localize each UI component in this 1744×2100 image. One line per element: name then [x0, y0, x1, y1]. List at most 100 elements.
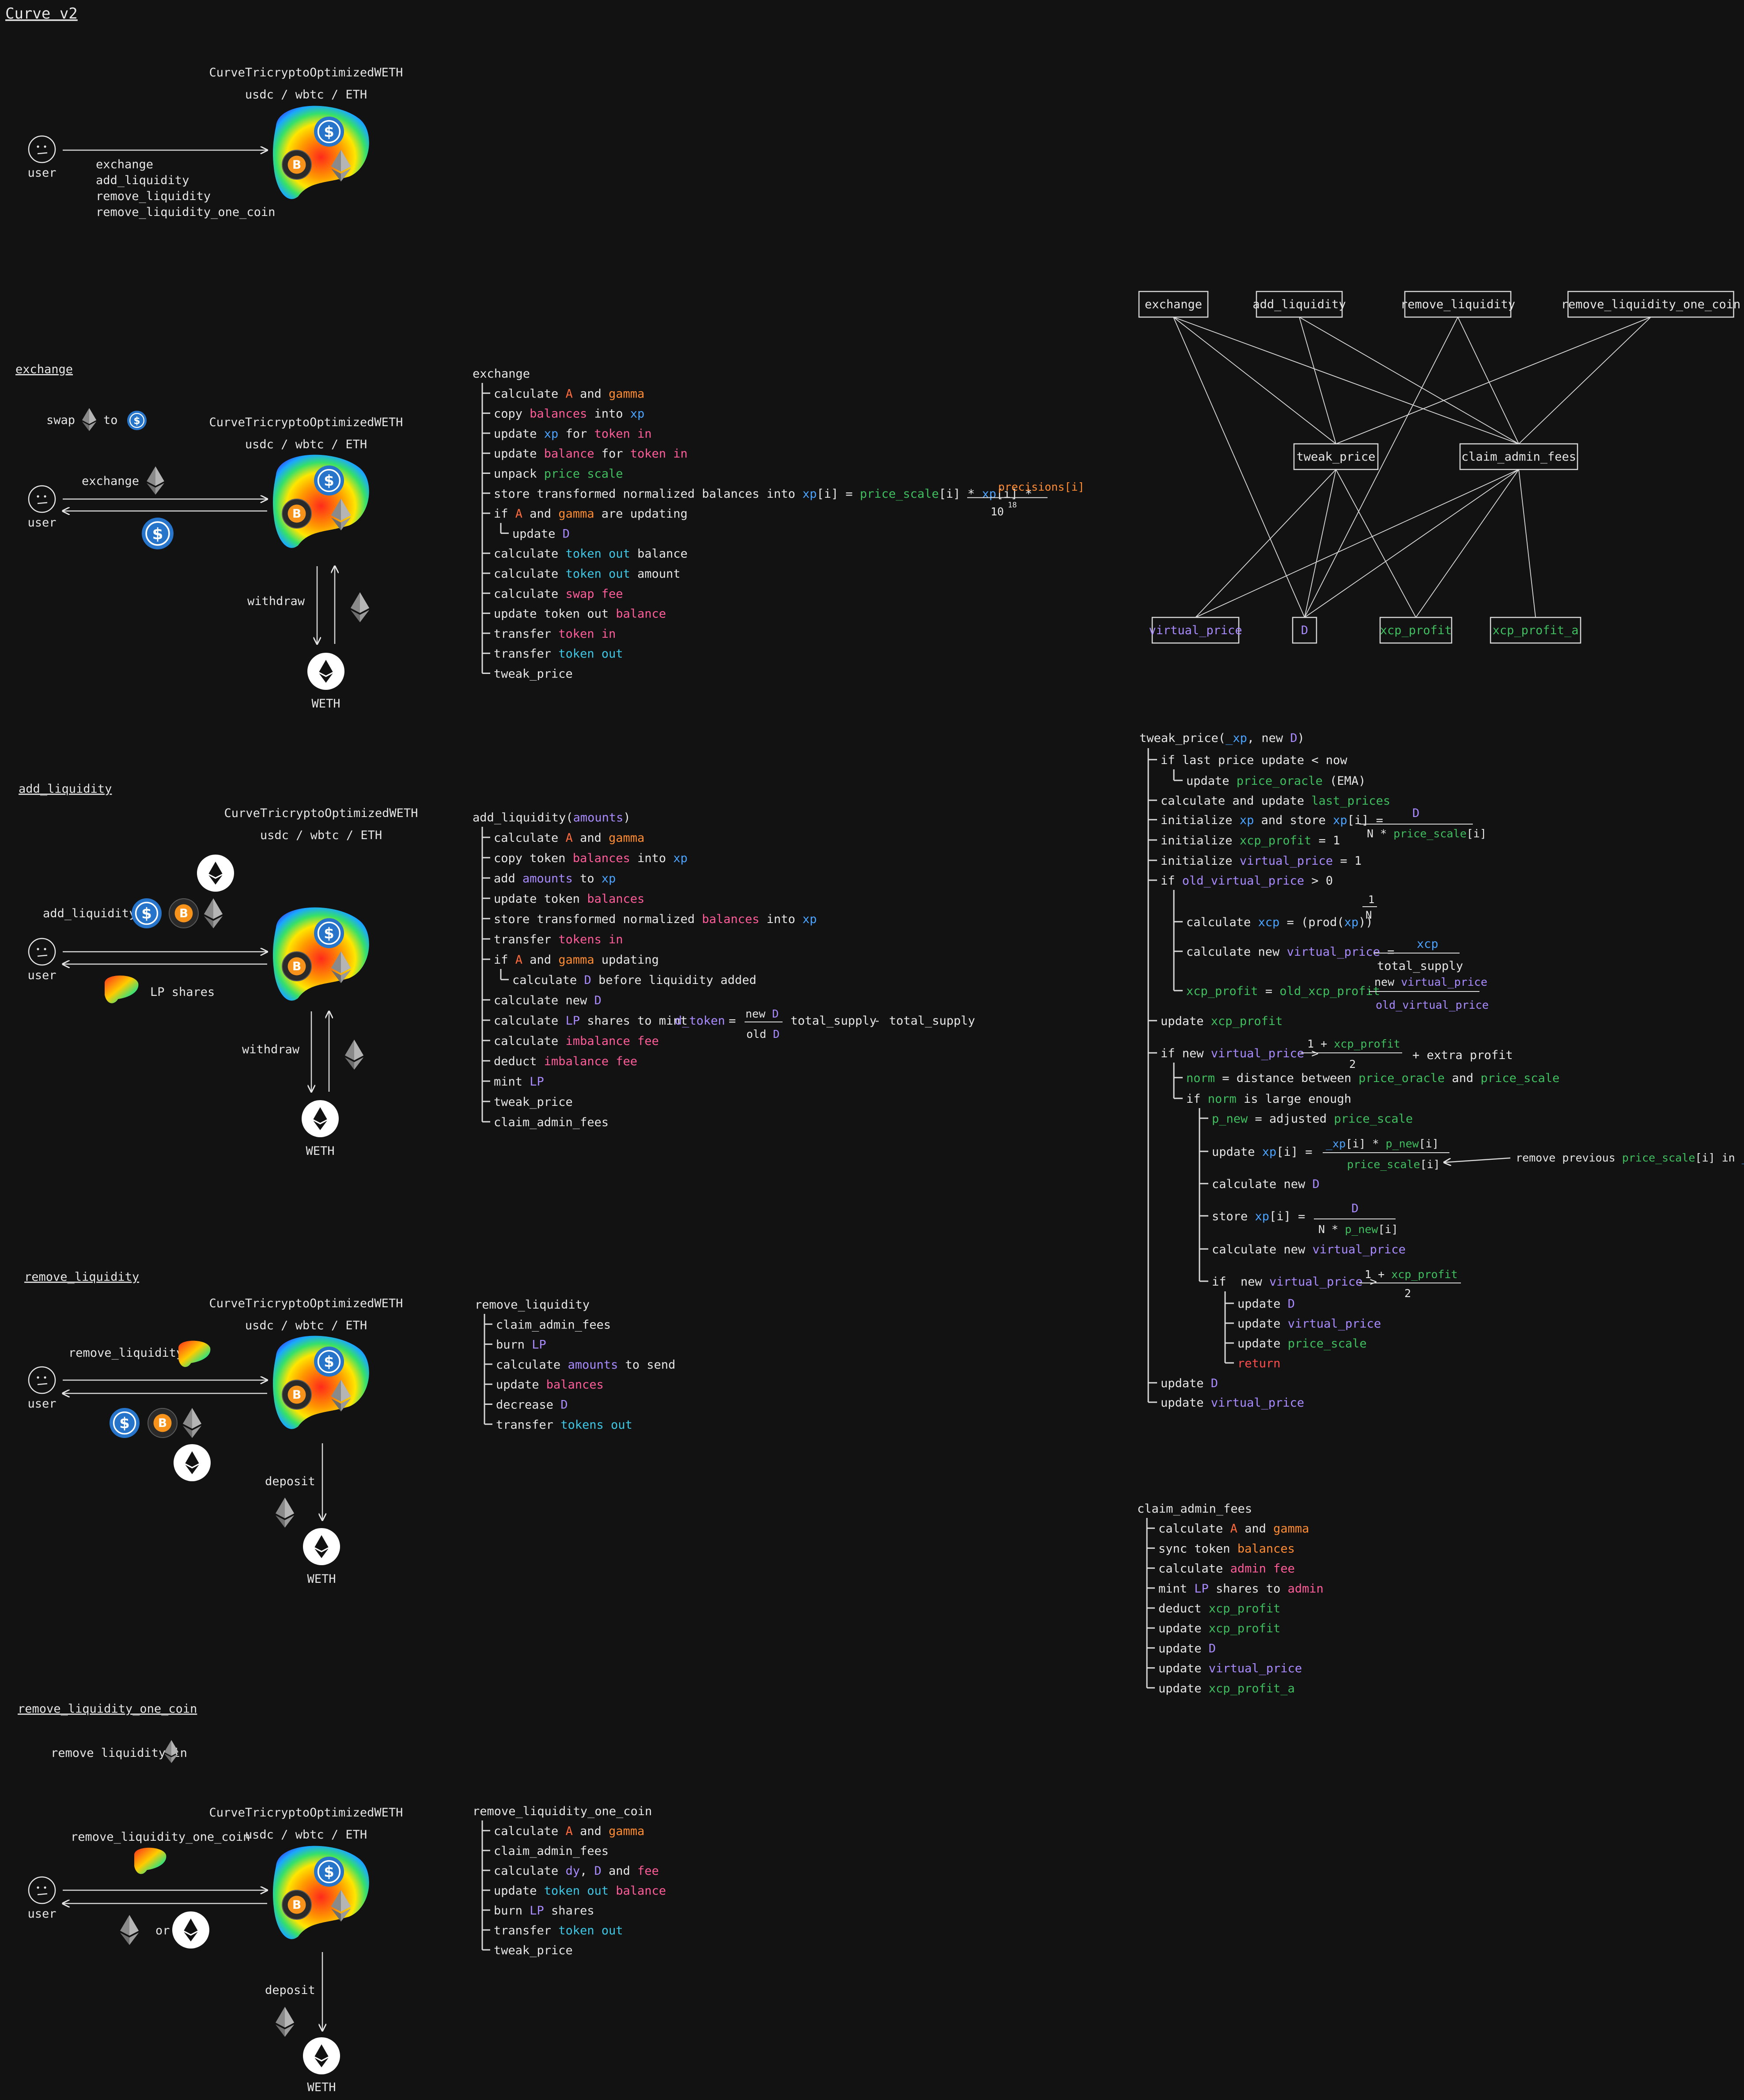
curve-pool-icon: $B: [272, 106, 369, 199]
overview-diagram: CurveTricryptoOptimizedWETH usdc / wbtc /…: [27, 66, 403, 219]
code-line: calculate and update last_prices: [1161, 794, 1390, 808]
code-line: update xcp_profit_a: [1158, 1682, 1295, 1695]
code-line: claim_admin_fees: [494, 1116, 609, 1129]
eth-icon: [350, 592, 370, 622]
code-line: if norm is large enough: [1186, 1092, 1351, 1106]
remove-one-coin-label: remove_liquidity_one_coin: [71, 1830, 250, 1844]
code-header: remove_liquidity: [475, 1298, 590, 1312]
pool-tokens: usdc / wbtc / ETH: [245, 88, 367, 102]
function-label: add_liquidity: [96, 174, 189, 187]
lp-token-icon: [178, 1340, 211, 1367]
wbtc-icon: B: [282, 951, 312, 981]
node-exchange: exchange: [1138, 291, 1209, 318]
node-add-liquidity: add_liquidity: [1252, 291, 1346, 318]
graph-edge: [1518, 469, 1536, 618]
code-header: remove_liquidity_one_coin: [473, 1805, 652, 1818]
svg-text:B: B: [292, 158, 301, 172]
code-line: update D: [1158, 1642, 1216, 1655]
node-remove-liquidity: remove_liquidity: [1400, 291, 1515, 318]
code-line: transfer token out: [494, 647, 623, 661]
code-header: claim_admin_fees: [1137, 1502, 1252, 1516]
code-line: transfer token out: [494, 1924, 623, 1937]
code-line: calculate new D: [494, 994, 602, 1007]
fraction-denominator: price_scale[i]: [1347, 1158, 1440, 1171]
svg-text:$: $: [133, 416, 140, 427]
code-line: initialize xp and store xp[i] =: [1161, 814, 1383, 827]
node-label: D: [1301, 624, 1308, 637]
total-supply: total_supply: [889, 1014, 975, 1028]
wbtc-icon: B: [169, 898, 199, 928]
code-line: transfer token in: [494, 627, 616, 641]
code-line: tweak_price: [494, 1944, 573, 1957]
usdc-icon: $: [132, 898, 162, 928]
lp-shares-label: LP shares: [150, 985, 215, 999]
code-line: if new virtual_price >: [1212, 1275, 1377, 1289]
code-line: calculate A and gamma: [494, 387, 644, 401]
function-label: remove_liquidity_one_coin: [96, 205, 275, 219]
code-line: calculate A and gamma: [1158, 1522, 1309, 1536]
code-line: claim_admin_fees: [496, 1318, 611, 1332]
code-line: update token out balance: [494, 607, 666, 621]
weth-icon: [174, 1444, 211, 1481]
add-liquidity-code: add_liquidity(amounts): [473, 811, 631, 825]
weth-icon: [197, 855, 234, 892]
code-line: if last price update < now: [1161, 753, 1347, 767]
svg-text:$: $: [324, 1353, 334, 1371]
code-line: update xp for token in: [494, 427, 652, 441]
code-line: update D: [512, 527, 570, 541]
pool-name: CurveTricryptoOptimizedWETH: [209, 66, 403, 79]
fraction-numerator: precisions[i]: [998, 481, 1085, 493]
section-heading: add_liquidity: [19, 782, 112, 796]
minus: -: [874, 1014, 881, 1028]
pool-name: CurveTricryptoOptimizedWETH: [209, 1806, 403, 1820]
code-line: if old_virtual_price > 0: [1161, 874, 1333, 888]
node-xcp-profit: xcp_profit: [1379, 617, 1453, 644]
pool-tokens: usdc / wbtc / ETH: [245, 1828, 367, 1842]
usdc-icon: $: [314, 1347, 344, 1377]
code-line: norm = distance between price_oracle and…: [1186, 1071, 1559, 1085]
node-label: remove_liquidity_one_coin: [1561, 298, 1740, 311]
section-heading: remove_liquidity_one_coin: [18, 1702, 197, 1716]
code-line: calculate amounts to send: [496, 1358, 675, 1372]
svg-text:$: $: [152, 525, 163, 543]
fraction-denominator: old D: [746, 1028, 779, 1041]
svg-text:$: $: [324, 1863, 334, 1881]
code-line: calculate swap fee: [494, 587, 623, 601]
fraction-denominator: N * price_scale[i]: [1367, 827, 1487, 840]
remove-liquidity-label: remove_liquidity: [68, 1346, 183, 1360]
code-line: update token balances: [494, 892, 644, 906]
usdc-icon: $: [314, 117, 344, 147]
remove-liquidity-section: remove_liquidity CurveTricryptoOptimizedW…: [24, 1270, 403, 1586]
root-denominator: N: [1366, 909, 1372, 921]
code-line: store xp[i] =: [1212, 1210, 1305, 1223]
node-label: xcp_profit_a: [1492, 624, 1578, 637]
pool-name: CurveTricryptoOptimizedWETH: [209, 1297, 403, 1310]
code-line: decrease D: [496, 1398, 568, 1412]
section-heading: exchange: [15, 363, 73, 376]
node-label: claim_admin_fees: [1461, 450, 1576, 464]
code-line: calculate A and gamma: [494, 1824, 644, 1838]
user-label: user: [27, 516, 56, 530]
code-line: copy balances into xp: [494, 407, 644, 421]
fraction-numerator: xcp: [1417, 937, 1438, 951]
code-line: if A and gamma are updating: [494, 507, 688, 521]
code-line: initialize virtual_price = 1: [1161, 854, 1362, 868]
code-line: burn LP: [496, 1338, 546, 1352]
code-line: p_new = adjusted price_scale: [1212, 1112, 1413, 1126]
eth-icon: [331, 1890, 351, 1922]
eth-icon: [204, 898, 223, 928]
code-line: update xcp_profit: [1161, 1014, 1282, 1028]
curve-pool-icon: $B: [272, 1336, 369, 1429]
code-line: mint LP shares to admin: [1158, 1582, 1324, 1596]
svg-text:B: B: [292, 1898, 301, 1912]
node-claim-admin-fees: claim_admin_fees: [1459, 443, 1578, 470]
deposit-label: deposit: [265, 1983, 315, 1997]
function-label: remove_liquidity: [96, 189, 211, 203]
graph-edge: [1195, 469, 1336, 618]
svg-text:$: $: [141, 905, 152, 923]
code-line: add amounts to xp: [494, 872, 616, 885]
fraction-denominator: 2: [1404, 1287, 1411, 1300]
